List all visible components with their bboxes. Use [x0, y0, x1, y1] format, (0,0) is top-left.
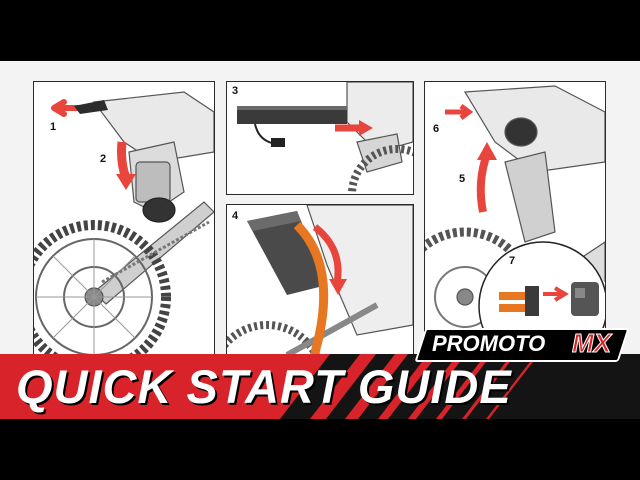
page-title: QUICK START GUIDE: [16, 360, 512, 413]
motorcycle-rear-illustration: [34, 91, 214, 374]
banner-stripes: [0, 354, 640, 419]
panel-steps-1-2: 1 2: [33, 81, 215, 399]
step-number-1: 1: [50, 121, 57, 133]
step-number-3: 3: [232, 85, 239, 97]
battery-strap-illustration: [227, 205, 413, 398]
step-number-2: 2: [100, 153, 107, 165]
step-number-4: 4: [232, 210, 239, 222]
step-number-6: 6: [433, 123, 440, 135]
battery-insert-illustration: [237, 82, 413, 194]
logo-wordmark: PROMOTO: [432, 331, 546, 356]
step-number-7: 7: [509, 255, 516, 267]
brand-logo: PROMOTO MX: [414, 324, 630, 364]
title-banner: [0, 354, 640, 419]
step-number-5: 5: [459, 173, 466, 185]
panel-step-3: 3: [226, 81, 414, 195]
logo-accent-mark: MX: [572, 328, 612, 359]
